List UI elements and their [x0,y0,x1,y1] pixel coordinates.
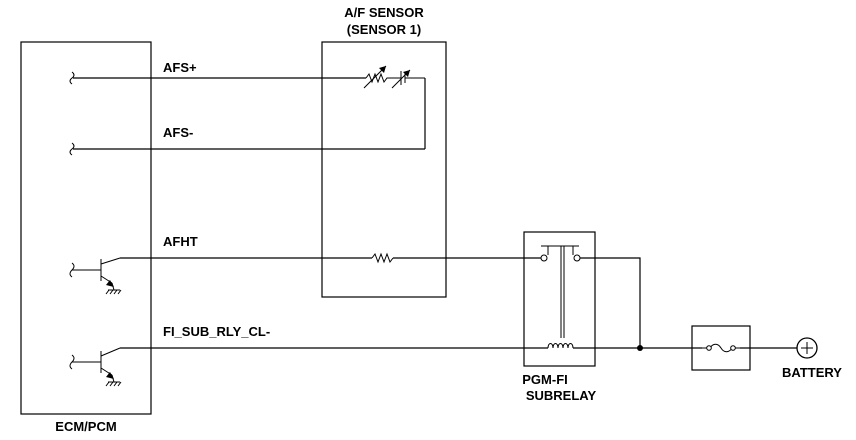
fi-sub-rly-label: FI_SUB_RLY_CL- [163,324,270,339]
junction-dot [637,345,643,351]
afht-label: AFHT [163,234,198,249]
wire-afs-plus: AFS+ [69,60,426,149]
af-sensor: A/F SENSOR (SENSOR 1) [321,5,447,298]
battery: BATTERY [782,337,842,380]
heater-resistor-icon [371,252,394,264]
relay-coil-icon [547,343,574,349]
battery-plus-icon [796,337,818,359]
relay-switch-icon [540,245,581,262]
pgm-fi-subrelay: PGM-FI SUBRELAY [522,231,597,403]
sensor-cell-icon [391,69,425,89]
afht-transistor-icon [72,257,122,295]
afs-minus-label: AFS- [163,125,193,140]
wire-afs-minus: AFS- [69,125,425,156]
wire-afht: AFHT [69,234,641,348]
subrelay-label-line2: SUBRELAY [526,388,597,403]
fuse-icon [702,343,740,353]
ecm-label: ECM/PCM [55,419,116,434]
variable-resistor-icon [363,65,395,89]
subrelay-label-line1: PGM-FI [522,372,568,387]
battery-label: BATTERY [782,365,842,380]
fi-sub-rly-transistor-icon [72,347,122,387]
ecm-pcm-unit: ECM/PCM [20,41,152,434]
af-sensor-label-line2: (SENSOR 1) [347,22,421,37]
afs-plus-label: AFS+ [163,60,197,75]
af-sensor-label-line1: A/F SENSOR [344,5,424,20]
wire-fi-sub-rly: FI_SUB_RLY_CL- [69,324,797,387]
